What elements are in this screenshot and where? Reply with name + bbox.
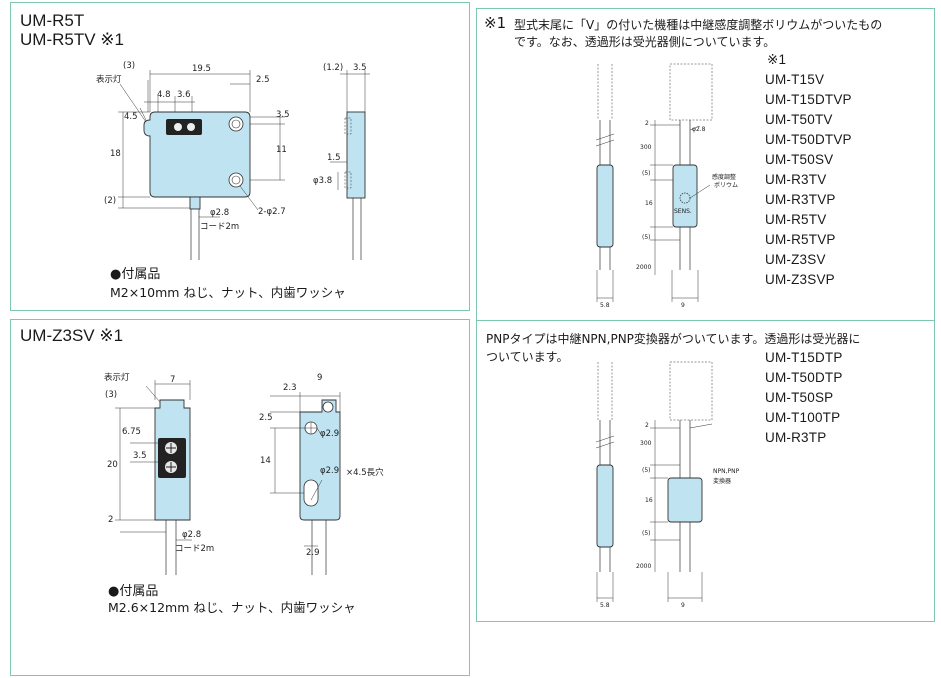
dim-z-2-3: 2.3 [283,383,297,393]
title-um-r5t: UM-R5T [20,11,85,30]
r1-dim-16: 16 [645,200,653,207]
label-indicator-z3sv: 表示灯 [104,373,130,383]
dim-z-6-75: 6.75 [122,427,141,437]
dim-z-7: 7 [170,375,176,385]
label-indicator-r5t: 表示灯 [96,75,122,85]
dim-z-9: 9 [317,373,323,383]
model-item: UM-T15DTP [765,350,843,365]
r2-dim-9: 9 [681,602,685,609]
model-item: UM-R3TVP [765,192,836,207]
pnp-line-1: PNPタイプは中継NPN,PNP変換器がついています。透過形は受光器に [486,332,861,346]
dim-side-3-5: 3.5 [353,63,367,73]
r2-dim-2000: 2000 [636,563,652,570]
r2-converter-label-1: NPN,PNP [713,468,740,475]
dim-4-8: 4.8 [157,90,171,100]
accessory-text-z3sv: M2.6×12mm ねじ、ナット、内歯ワッシャ [108,600,356,615]
r2-dim-5-8: 5.8 [600,602,610,609]
model-item: UM-R5TV [765,212,827,227]
model-item: UM-R3TP [765,430,827,445]
dim-z-2: 2 [108,515,114,525]
dim-1-2: (1.2) [323,63,344,73]
dim-3-5: 3.5 [276,110,290,120]
r2-dim-300: 300 [640,440,652,447]
dim-2-5: 2.5 [256,75,270,85]
dim-phi-2-8: φ2.8 [210,208,230,218]
r1-dim-5a: (5) [642,170,651,177]
accessory-heading-z3sv: ●付属品 [108,584,159,599]
r2-dim-5a: (5) [642,467,651,474]
panel-notes [476,8,935,622]
r1-dim-2000: 2000 [636,264,652,271]
dim-z-phi-2-9-b: φ2.9 [320,466,340,476]
title-um-z3sv: UM-Z3SV ※1 [20,326,124,345]
model-item: UM-T50DTP [765,370,843,385]
r1-volume-label-2: ボリウム [714,182,739,189]
dim-z-3: (3) [105,390,118,400]
dim-cord: コード2m [200,222,240,232]
model-item: UM-T50TV [765,112,833,127]
dim-18: 18 [110,149,121,159]
models-v-list: UM-T15V UM-T15DTVP UM-T50TV UM-T50DTVP U… [765,70,852,290]
r1-dim-5-8: 5.8 [600,302,610,309]
dim-1-5: 1.5 [327,153,341,163]
diagram-um-z3sv-side [270,392,341,575]
dim-z-14: 14 [260,456,271,466]
dim-z-3-5: 3.5 [133,451,147,461]
dim-11: 11 [276,145,287,155]
model-item: UM-R3TV [765,172,827,187]
accessory-text-r5t: M2×10mm ねじ、ナット、内歯ワッシャ [110,285,346,300]
dim-z-20: 20 [107,460,118,470]
r1-dim-2: 2 [645,120,649,127]
diagram-um-r5t-front [118,70,285,260]
accessory-heading-r5t: ●付属品 [110,267,161,282]
dim-z-2-5: 2.5 [259,413,273,423]
r1-sens: SENS. [674,208,692,215]
model-item: UM-Z3SVP [765,272,835,287]
dim-z-phi-2-9-a: φ2.9 [320,429,340,439]
r2-converter-label-2: 変換器 [713,478,732,485]
note-mark: ※1 [484,14,507,32]
title-um-r5tv: UM-R5TV ※1 [20,30,124,49]
r1-dim-5b: (5) [642,234,651,241]
models-v-header: ※1 [767,52,787,67]
dim-3: (3) [123,61,136,71]
model-item: UM-T50DTVP [765,132,852,147]
dim-2-phi-2-7: 2-φ2.7 [258,207,286,217]
r2-dim-16: 16 [645,497,653,504]
models-pnp-list: UM-T15DTP UM-T50DTP UM-T50SP UM-T100TP U… [765,348,843,448]
dim-2: (2) [104,196,117,206]
note-line-2: です。なお、透過形は受光器側についています。 [514,35,776,49]
model-item: UM-T100TP [765,410,841,425]
model-item: UM-T50SP [765,390,834,405]
dim-z-2-9: 2.9 [306,548,320,558]
pnp-line-2: ついています。 [486,350,569,364]
dim-z-slot: ×4.5長穴 [346,468,384,478]
panel-um-z3sv [10,319,470,676]
r2-dim-2: 2 [645,422,649,429]
r1-dim-9: 9 [681,302,685,309]
model-item: UM-R5TVP [765,232,836,247]
model-item: UM-Z3SV [765,252,826,267]
dim-19-5: 19.5 [192,64,211,74]
dim-3-6: 3.6 [177,90,191,100]
model-item: UM-T50SV [765,152,834,167]
dim-4-5: 4.5 [124,112,138,122]
r2-dim-5b: (5) [642,530,651,537]
model-item: UM-T15DTVP [765,92,852,107]
r1-dim-phi-2-8: φ2.8 [692,126,706,133]
dim-phi-3-8: φ3.8 [313,176,333,186]
r1-volume-label-1: 感度調整 [712,174,737,181]
panel-um-r5t [10,2,470,311]
diagram-um-z3sv-front [115,380,192,575]
r1-dim-300: 300 [640,144,652,151]
note-line-1: 型式末尾に「V」の付いた機種は中継感度調整ボリウムがついたもの [514,18,883,32]
diagram-um-r5t-side [330,70,370,260]
model-item: UM-T15V [765,72,825,87]
dim-z-phi-2-8: φ2.8 [182,530,202,540]
panel-divider [476,320,935,321]
dim-z-cord: コード2m [175,544,215,554]
